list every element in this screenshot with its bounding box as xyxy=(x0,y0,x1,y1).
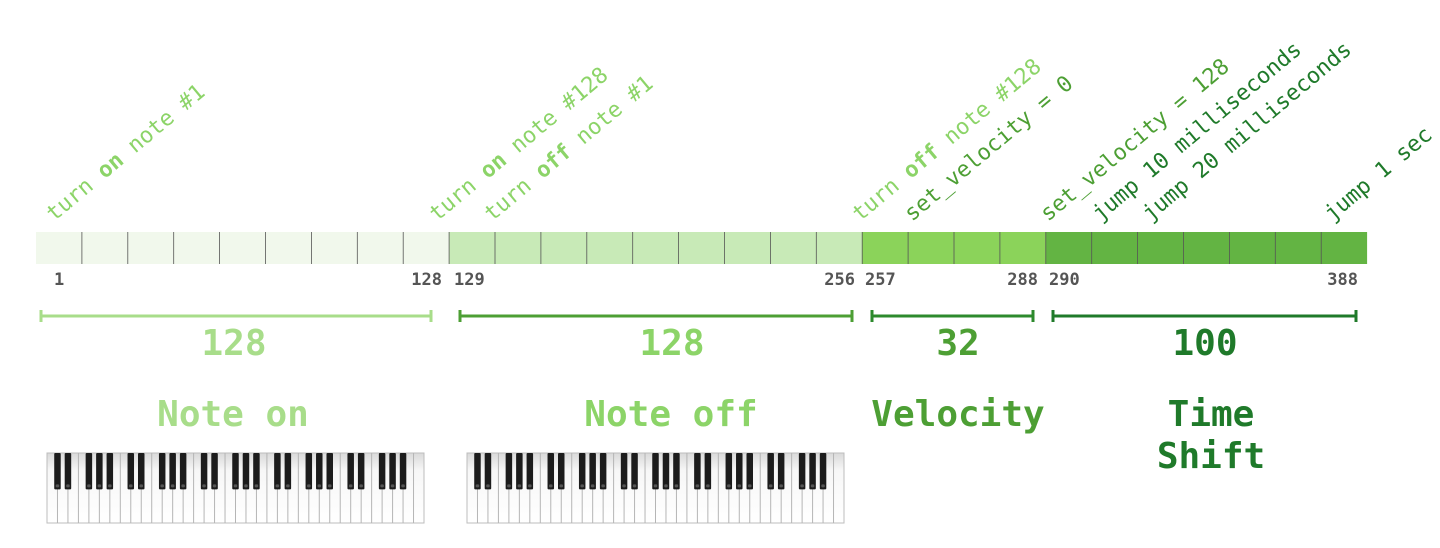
token-bar xyxy=(36,232,1368,264)
bar-cell xyxy=(1229,232,1276,264)
index-label: 128 xyxy=(411,270,442,290)
count-time-shift: 100 xyxy=(1172,323,1237,364)
index-label: 1 xyxy=(54,270,64,290)
annotation-turn-on-note-1: turn on note #1 xyxy=(42,80,210,227)
segment-note-off xyxy=(449,232,863,264)
bracket-velocity xyxy=(870,310,1035,322)
count-note-on: 128 xyxy=(201,323,266,364)
count-note-off: 128 xyxy=(639,323,704,364)
bar-cell xyxy=(1183,232,1230,264)
bar-cell xyxy=(908,232,954,264)
bar-cell xyxy=(449,232,495,264)
bar-cell xyxy=(540,232,587,264)
range-brackets xyxy=(39,310,1358,322)
index-label: 129 xyxy=(454,270,485,290)
bar-cell xyxy=(678,232,725,264)
piano-keyboard-icon xyxy=(46,452,425,524)
index-labels: 1 128 129 256 257 288 290 388 xyxy=(54,270,1358,290)
bar-cell xyxy=(1275,232,1322,264)
bar-cell xyxy=(1045,232,1092,264)
group-name-note-on: Note on xyxy=(157,394,309,435)
bar-cell xyxy=(219,232,266,264)
bracket-note-off xyxy=(458,310,854,322)
bar-cell xyxy=(954,232,1000,264)
bar-cell xyxy=(403,232,450,264)
bar-cell xyxy=(173,232,220,264)
bar-cell xyxy=(724,232,771,264)
bar-cell xyxy=(127,232,174,264)
bar-cell xyxy=(81,232,128,264)
count-velocity: 32 xyxy=(936,323,979,364)
annotation-layer: turn on note #1 turn on note #128 turn o… xyxy=(42,37,1438,226)
group-name-velocity: Velocity xyxy=(871,394,1044,435)
bracket-time-shift xyxy=(1051,310,1358,322)
bar-cell xyxy=(862,232,909,264)
bar-cell xyxy=(1091,232,1138,264)
group-name-note-off: Note off xyxy=(584,394,757,435)
bar-cell xyxy=(999,232,1046,264)
index-label: 388 xyxy=(1327,270,1358,290)
index-label: 256 xyxy=(824,270,855,290)
index-label: 288 xyxy=(1007,270,1038,290)
bar-cell xyxy=(265,232,312,264)
segment-note-on xyxy=(36,232,450,264)
bar-cell xyxy=(36,232,82,264)
range-counts: 128 128 32 100 xyxy=(201,323,1237,364)
bar-cell xyxy=(357,232,404,264)
annotation-jump-10-ms: jump 10 milliseconds xyxy=(1088,37,1307,226)
index-label: 290 xyxy=(1049,270,1080,290)
bar-cell xyxy=(1321,232,1368,264)
bar-cell xyxy=(1137,232,1184,264)
index-label: 257 xyxy=(865,270,896,290)
bar-cell xyxy=(816,232,863,264)
segment-velocity xyxy=(862,232,1046,264)
bar-cell xyxy=(311,232,358,264)
bar-cell xyxy=(586,232,633,264)
bar-cell xyxy=(495,232,541,264)
bracket-note-on xyxy=(39,310,433,322)
segment-time-shift xyxy=(1045,232,1368,264)
annotation-jump-1-sec: jump 1 sec xyxy=(1320,122,1438,226)
bar-cell xyxy=(770,232,817,264)
piano-keyboard-icon xyxy=(466,452,845,524)
annotation-jump-20-ms: jump 20 milliseconds xyxy=(1138,37,1357,226)
bar-cell xyxy=(632,232,679,264)
